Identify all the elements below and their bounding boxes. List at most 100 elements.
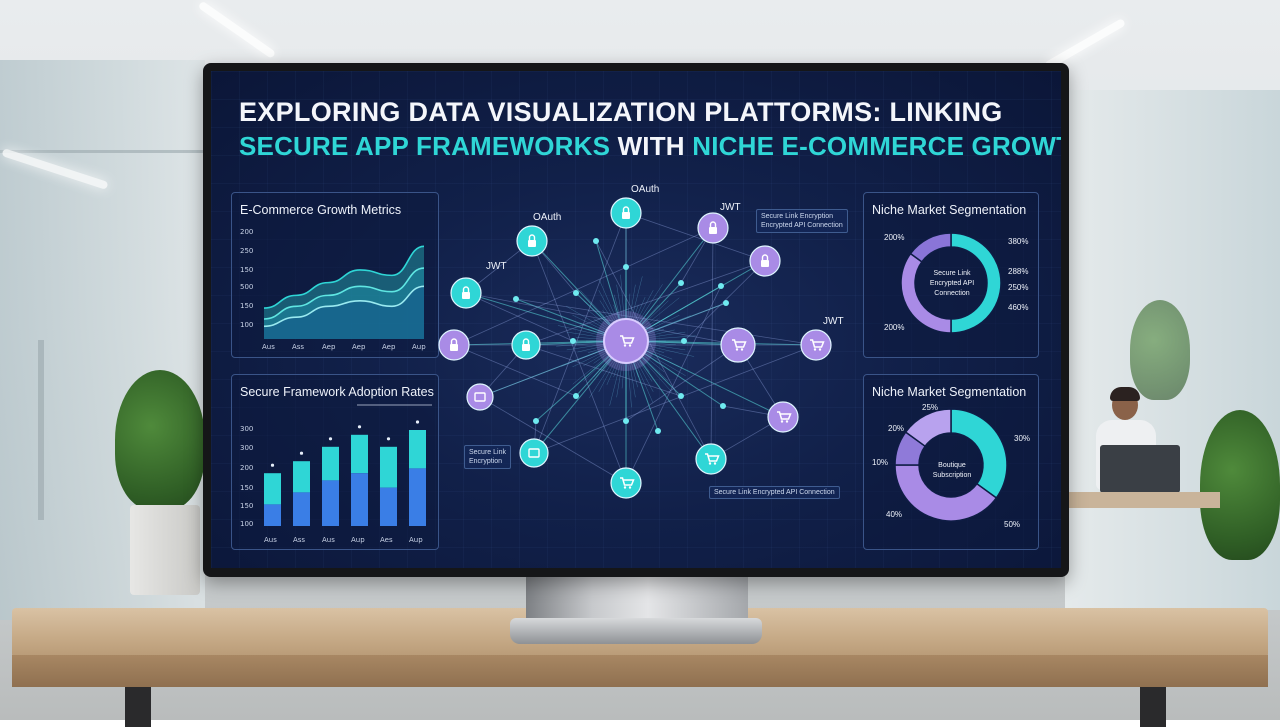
network-edge	[625, 212, 766, 262]
x-tick: Aup	[351, 536, 365, 544]
network-edge	[465, 292, 574, 342]
glass-frame	[0, 150, 205, 153]
network-node	[466, 383, 494, 411]
center-cart-node	[603, 318, 649, 364]
dashboard-screen: EXPLORING DATA VISUALIZATION PLATTORMS: …	[211, 71, 1061, 568]
dashboard-title-line2: SECURE APP FRAMEWORKS WITH NICHE E-COMME…	[239, 131, 1061, 161]
cart-icon-wheel	[623, 486, 627, 489]
network-dot	[720, 403, 726, 409]
network-dot	[681, 338, 687, 344]
segment-label: 50%	[1004, 520, 1021, 529]
lock-icon-shackle	[761, 254, 769, 260]
segment-label: 25%	[922, 403, 939, 412]
lock-icon	[761, 260, 769, 267]
plant-left	[115, 370, 205, 510]
lock-icon	[462, 292, 470, 299]
bar-upper	[409, 430, 426, 469]
monitor-stand	[526, 572, 748, 624]
x-tick: Aus	[264, 536, 277, 544]
network-dot	[655, 428, 661, 434]
lock-icon-shackle	[709, 221, 717, 227]
network-edge	[531, 240, 627, 484]
background-laptop	[1100, 445, 1180, 493]
y-tick: 100	[240, 520, 253, 528]
panel-title: Niche Market Segmentation	[872, 385, 1027, 399]
growth-area-chart: 200 250 150 500 150 100 Aus Ass Aep Aep …	[240, 228, 426, 351]
bar-upper	[380, 446, 397, 488]
lock-icon	[709, 227, 717, 234]
panel-title: E-Commerce Growth Metrics	[240, 203, 402, 217]
jwt-label: JWT	[720, 202, 741, 213]
bar-lower	[409, 468, 426, 526]
plant-right	[1200, 410, 1280, 560]
bar-upper	[293, 461, 310, 493]
bar-marker	[270, 463, 275, 467]
y-tick: 200	[240, 464, 253, 472]
network-edge	[453, 344, 577, 397]
x-tick: Ass	[293, 536, 305, 544]
segment-label: 200%	[884, 323, 905, 332]
segmentation-donut-top	[900, 232, 1002, 334]
network-node	[610, 467, 642, 499]
network-edge	[533, 340, 627, 454]
bar-marker	[299, 451, 304, 455]
network-edge	[533, 212, 627, 454]
panel-title: Niche Market Segmentation	[872, 203, 1027, 217]
network-edge	[625, 344, 739, 422]
lock-icon	[522, 344, 530, 351]
network-edge	[625, 340, 784, 418]
cart-icon-wheel	[818, 348, 822, 351]
segment-label: 20%	[888, 424, 905, 433]
y-tick: 300	[240, 444, 253, 452]
cart-icon	[620, 477, 635, 486]
network-edge	[525, 344, 682, 397]
plant-pot	[130, 505, 200, 595]
segment-label: 250%	[1008, 283, 1029, 292]
bar-lower	[322, 480, 339, 526]
adoption-rates-panel[interactable]: Secure Framework Adoption Rates 300 300 …	[231, 374, 439, 550]
x-tick: Aep	[382, 343, 396, 351]
jwt-label: JWT	[486, 261, 507, 272]
network-edge	[465, 292, 739, 346]
cart-icon-wheel	[623, 344, 627, 347]
encryption-tag: Secure Link Encrypted API Connection	[709, 486, 840, 499]
network-dot	[573, 393, 579, 399]
x-tick: Aep	[352, 343, 366, 351]
segmentation-panel-bottom[interactable]: Niche Market Segmentation Boutique Subsc…	[863, 374, 1039, 550]
desk-leg	[1140, 687, 1166, 727]
segmentation-panel-top[interactable]: Niche Market Segmentation Secure Link En…	[863, 192, 1039, 358]
network-edge	[710, 227, 714, 460]
lock-icon	[622, 212, 630, 219]
x-tick: Aus	[322, 536, 335, 544]
bar-upper	[351, 434, 368, 474]
jwt-label: JWT	[823, 316, 844, 327]
cart-icon-wheel	[708, 462, 712, 465]
x-tick: Ass	[292, 343, 304, 351]
cart-icon	[810, 339, 825, 348]
segment-label: 460%	[1008, 303, 1029, 312]
oauth-label: OAuth	[533, 212, 562, 223]
growth-metrics-panel[interactable]: E-Commerce Growth Metrics 200 250 150 50…	[231, 192, 439, 358]
desk-edge	[12, 655, 1268, 687]
network-edge	[453, 227, 714, 346]
network-dot	[678, 280, 684, 286]
y-tick: 250	[240, 247, 253, 255]
background-desk	[1060, 492, 1220, 508]
cart-icon-wheel	[713, 462, 717, 465]
segmentation-donut-bottom	[894, 408, 1008, 522]
network-dot	[718, 283, 724, 289]
donut-slice	[904, 408, 952, 448]
y-tick: 150	[240, 266, 253, 274]
network-dot	[723, 300, 729, 306]
encryption-tag: Secure Link Encryption	[464, 445, 511, 469]
x-tick: Aep	[322, 343, 336, 351]
ceiling-light	[197, 0, 277, 59]
network-dot	[678, 393, 684, 399]
lock-icon	[450, 344, 458, 351]
network-node	[519, 438, 549, 468]
segment-label: 380%	[1008, 237, 1029, 246]
network-dot	[513, 296, 519, 302]
network-edge	[479, 302, 727, 398]
segment-label: 200%	[884, 233, 905, 242]
network-edge	[479, 340, 627, 398]
